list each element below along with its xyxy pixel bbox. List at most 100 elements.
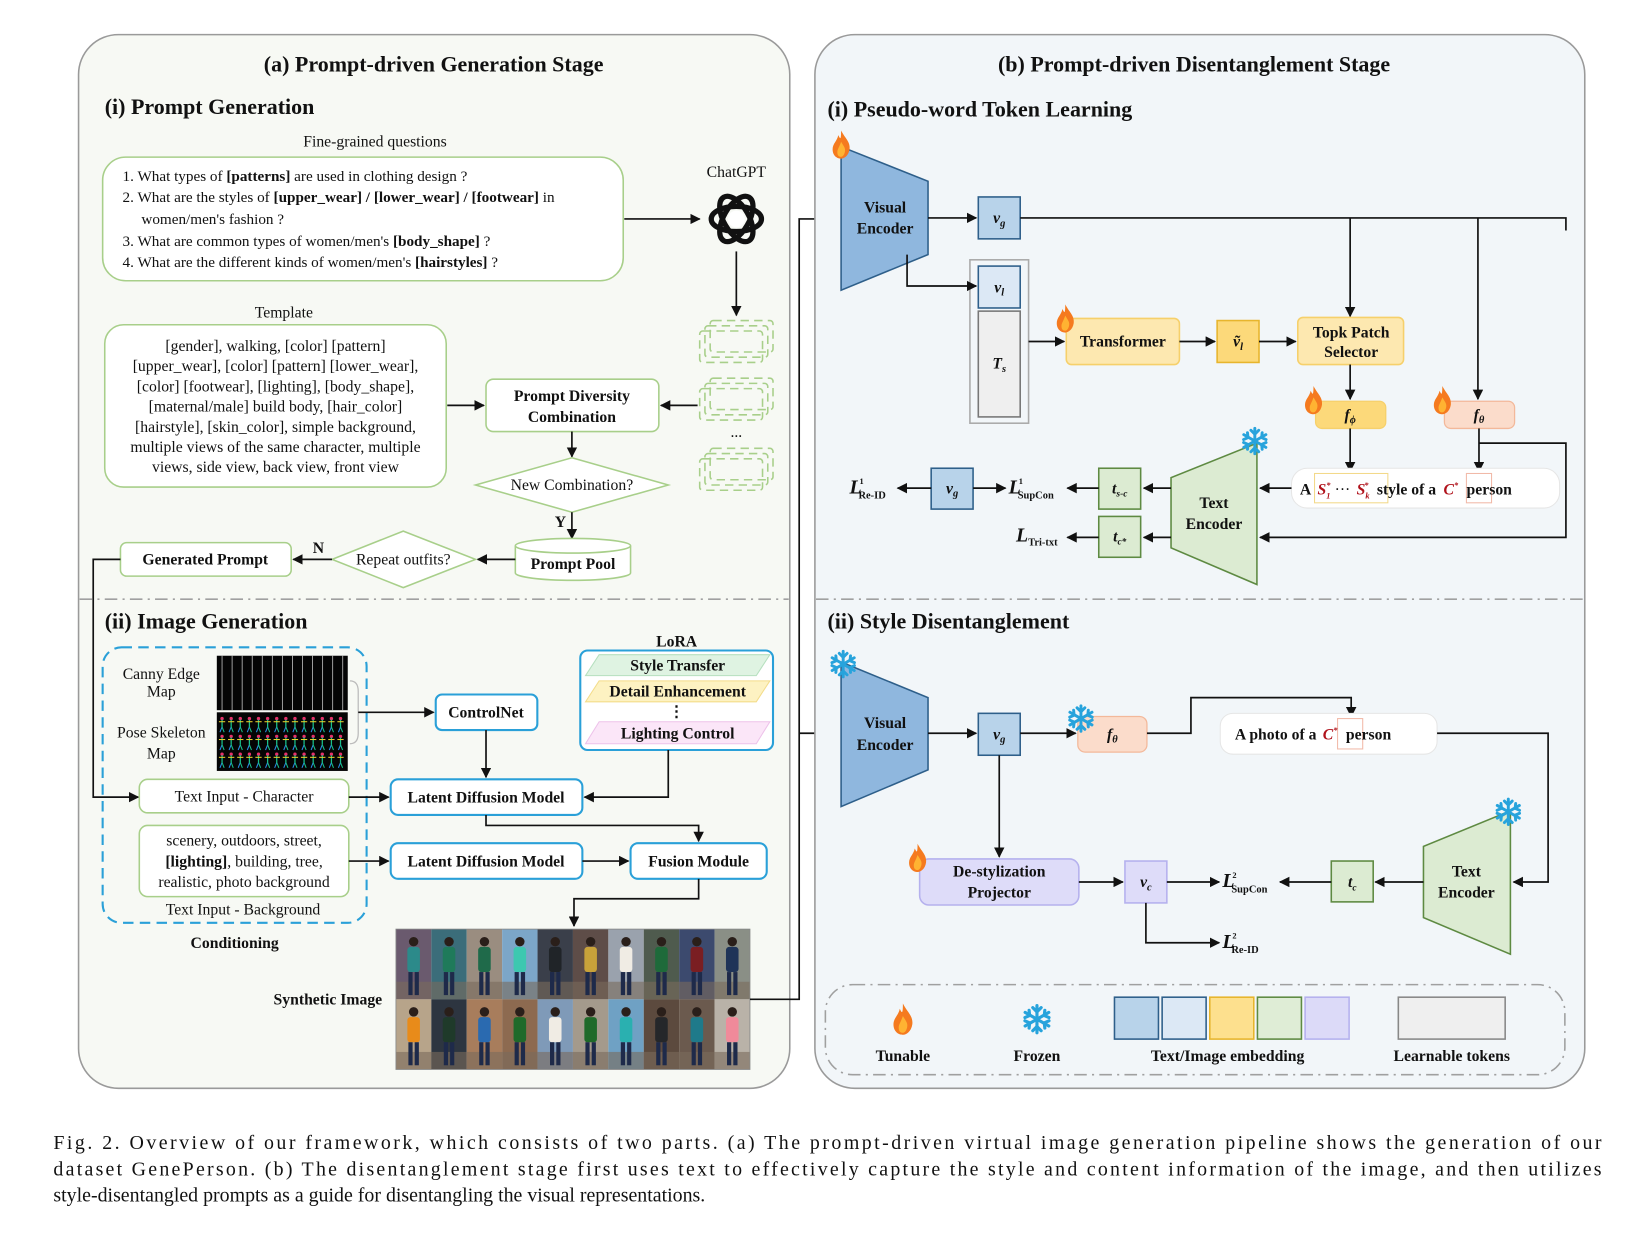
synthetic-image-tile (466, 999, 503, 1070)
legend-embedding-swatches (1113, 996, 1350, 1040)
text-input-character-box (138, 778, 350, 814)
loss-tri-txt: LTri-txt (1015, 525, 1058, 549)
legend-embedding-swatch (1209, 996, 1255, 1040)
tcstar-label: tc* (1113, 529, 1127, 548)
style-token-box (1314, 472, 1389, 504)
repeat-outfits-label: Repeat outfits? (356, 552, 451, 569)
pose-label-1: Pose Skeleton (117, 724, 206, 741)
legend-embedding-swatch (1113, 996, 1160, 1040)
f-theta-box-2 (1077, 715, 1148, 753)
pose-figure (237, 752, 244, 769)
canny-label-1: Canny Edge (123, 666, 200, 683)
background-line-1: scenery, outdoors, street, (166, 832, 322, 849)
pose-figure (328, 734, 335, 751)
generated-prompt-label: Generated Prompt (142, 552, 269, 569)
synthetic-image-tile (466, 929, 503, 1000)
background-line-2: [lighting], building, tree, (165, 853, 322, 870)
question-line: 2. What are the styles of [upper_wear] /… (123, 189, 555, 206)
conditioning-label: Conditioning (191, 935, 279, 952)
pose-figure (319, 752, 326, 769)
synthetic-image-tile (714, 929, 750, 1000)
synthetic-image-tile (679, 999, 715, 1070)
legend-embedding: Text/Image embedding (1151, 1048, 1305, 1065)
pose-figure (319, 734, 326, 751)
prompt-stacks-ellipsis: ... (730, 424, 742, 441)
arrow (1020, 217, 1567, 231)
arrow (1145, 902, 1221, 948)
f-phi-label: fϕ (1344, 407, 1355, 426)
visual-encoder-2-line2: Encoder (857, 737, 914, 754)
pose-figure (300, 716, 308, 733)
arrow (92, 558, 140, 803)
controlnet-label: ControlNet (448, 705, 524, 722)
synthetic-image-tile (431, 999, 467, 1070)
template-line: [upper_wear], [color] [pattern] [lower_w… (133, 358, 419, 375)
pose-figure (237, 734, 244, 751)
transformer-label: Transformer (1080, 334, 1166, 351)
pose-figure (291, 734, 299, 751)
canny-edge-image (216, 655, 348, 711)
f-theta-label-1: fθ (1474, 407, 1485, 426)
vg-label-2: vg (946, 480, 958, 499)
lora-label: LoRA (656, 633, 698, 650)
pose-figure (328, 752, 335, 769)
template-label: Template (255, 304, 313, 321)
synthetic-image-tile (714, 999, 750, 1070)
text-encoder-1-line2: Encoder (1186, 516, 1243, 533)
synthetic-image-tile (679, 929, 715, 1000)
pose-figure (328, 716, 335, 733)
topk-line1: Topk Patch (1313, 324, 1390, 341)
synthetic-image-tile (572, 929, 609, 1000)
template-text: [gender], walking, [color] [pattern] [upp… (130, 338, 420, 476)
pose-label-2: Map (147, 745, 176, 762)
pose-figure (319, 716, 326, 733)
synthetic-image-tile (431, 929, 467, 1000)
no-label: N (313, 540, 325, 557)
chatgpt-label: ChatGPT (707, 164, 767, 181)
template-line: [gender], walking, [color] [pattern] (165, 338, 385, 355)
synthetic-image-tile (537, 999, 573, 1070)
visual-encoder-1 (840, 145, 929, 292)
caption-line-3: style-disentangled prompts as a guide fo… (53, 1184, 705, 1206)
template-line: multiple views of the same character, mu… (130, 439, 420, 456)
pose-figure (246, 734, 253, 751)
lora-lighting-control: Lighting Control (621, 725, 735, 742)
background-line-3: realistic, photo background (158, 874, 330, 891)
tsc-label: ts-c (1112, 480, 1128, 499)
questions-box (101, 156, 625, 282)
visual-encoder-2-line1: Visual (864, 715, 907, 732)
visual-encoder-2 (840, 660, 929, 808)
topk-line2: Selector (1324, 344, 1378, 361)
pose-figure (264, 734, 271, 751)
prompt-pool-cylinder (514, 537, 632, 582)
synthetic-image-tile (643, 929, 680, 1000)
pose-figure (300, 734, 308, 751)
fusion-module-label: Fusion Module (648, 853, 749, 870)
question-line: 4. What are the different kinds of women… (123, 254, 499, 271)
pose-figure (264, 752, 271, 769)
pose-figure (228, 734, 235, 751)
synthetic-image-tile (395, 929, 432, 1000)
pose-figure (255, 716, 262, 733)
panel-a-title: (a) Prompt-driven Generation Stage (264, 51, 604, 76)
caption-line-1: Fig. 2. Overview of our framework, which… (53, 1132, 1601, 1154)
pose-figure (291, 752, 299, 769)
synthetic-image-grid (395, 928, 751, 1070)
panel-b-title: (b) Prompt-driven Disentanglement Stage (998, 51, 1390, 76)
arrow (1259, 442, 1567, 543)
legend-embedding-swatch (1161, 996, 1207, 1040)
pose-figure (310, 752, 317, 769)
ldm-2-label: Latent Diffusion Model (407, 853, 565, 870)
question-line: 3. What are common types of women/men's … (123, 233, 491, 250)
synthetic-image-tile (537, 929, 573, 1000)
synthetic-image-tile (395, 999, 432, 1070)
synthetic-image-label: Synthetic Image (274, 992, 383, 1009)
pose-figure (337, 752, 344, 769)
text-encoder-2-line2: Encoder (1438, 885, 1495, 902)
